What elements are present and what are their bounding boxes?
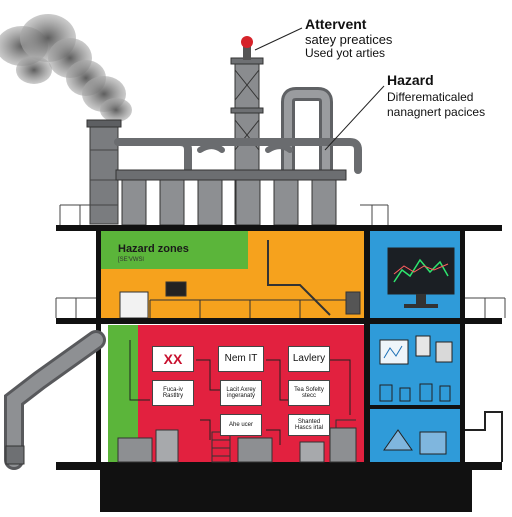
tanks [115, 169, 347, 226]
mid-floor-slab [56, 318, 502, 324]
ground-slab [56, 462, 502, 470]
lab-instruments [379, 335, 453, 455]
overhead-pipes [114, 87, 362, 177]
hazard-callout-subtitle: Differematicaled [387, 90, 474, 104]
side-railings [55, 297, 506, 318]
upper-floor-equipment [119, 240, 361, 319]
hazard-callout-title: Hazard [387, 72, 434, 88]
hazard-card-rastltry: Fuca-iv Rastltry [152, 380, 194, 406]
hazard-callout-note: nanagnert pacices [387, 105, 486, 119]
green-zone [100, 231, 248, 269]
hazard-card-xx-text: XX [163, 350, 183, 367]
control-monitor [387, 247, 455, 308]
red-zone-wiring [129, 340, 351, 445]
hazard-card-xx: XX [152, 346, 194, 372]
hazard-card-ucer: Ahe ucer [220, 414, 262, 436]
beacon-light [241, 36, 253, 60]
safety-callout-subtitle: satey preatices [305, 32, 393, 47]
roof-slab [56, 225, 502, 231]
hazard-zones-subtitle: [SE'VWSl [118, 257, 144, 263]
right-pipe [465, 411, 503, 462]
red-zone-machinery [117, 419, 357, 463]
hazard-zones-title: Hazard zones [118, 243, 189, 255]
foundation [100, 470, 472, 512]
hazard-card-hascs: Shanted Hascs irtal [288, 414, 330, 436]
chimney [86, 119, 122, 225]
hazard-card-lavlery: Lavlery [288, 346, 330, 372]
hazard-card-axrey: Lacit Axrey ingeranaty [220, 380, 262, 406]
safety-callout-title: Attervent [305, 16, 367, 32]
roof-railing [59, 204, 389, 225]
hazard-card-nem-it: Nem IT [218, 346, 264, 372]
smoke-plume [0, 14, 132, 122]
exhaust-duct [4, 330, 106, 470]
hazard-card-sofelty: Tea Sofelty stecc [288, 380, 330, 406]
safety-callout-note: Used yot arties [305, 46, 386, 60]
